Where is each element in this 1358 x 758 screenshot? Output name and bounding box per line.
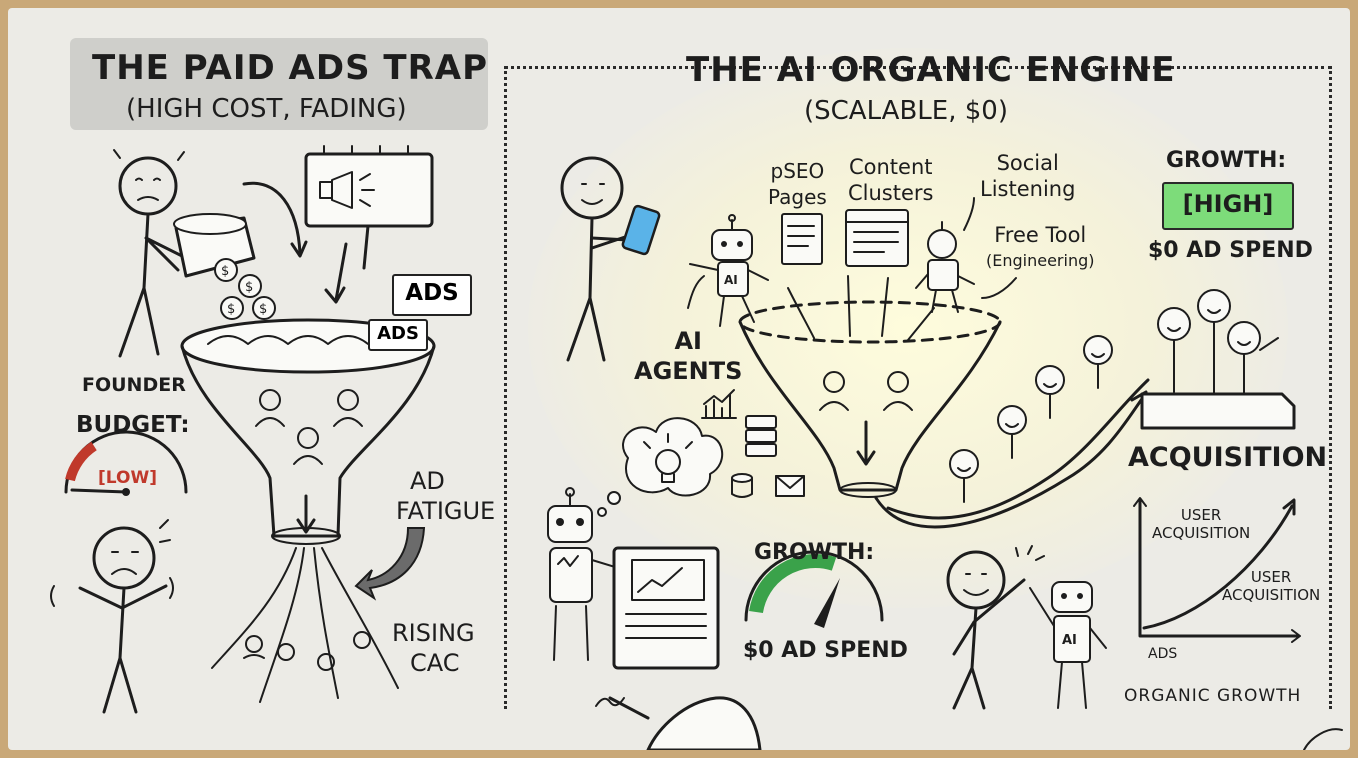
pseo-line-1: pSEO [770,159,825,183]
user-icon [819,371,913,411]
ai-agents-label: AI AGENTS [634,326,742,386]
thought-bubble [597,417,724,517]
bar-chart-icon [701,389,737,419]
whiteboard: $ $ $ $ [8,8,1350,750]
billboard [304,145,434,270]
coin-bucket: $ $ $ $ [173,213,276,320]
leak-arrows [211,547,399,703]
ai-agents-line-2: AGENTS [634,357,743,385]
user-icon [255,389,363,465]
arrow-to-funnel [242,181,302,256]
cursor-hand-icon [1303,728,1343,750]
svg-text:$: $ [227,302,235,317]
fatigue-arrow [354,527,426,601]
ad-fatigue-label: AD FATIGUE [396,466,495,526]
confused-figure [50,519,174,714]
organic-growth-chart [1133,497,1301,643]
growth-high-badge: [HIGH] [1162,182,1294,230]
chart-ads-label: ADS [1148,646,1178,662]
lightbulb-icon [643,433,693,483]
highfive-person [946,545,1045,710]
rising-cac-line-1: RISING [392,619,475,647]
svg-text:AI: AI [1062,633,1077,648]
svg-text:$: $ [245,280,253,295]
free-tool-label: Free Tool (Engineering) [986,222,1094,274]
founder-label: FOUNDER [82,374,186,396]
chart-ua2-line-1: USER [1250,568,1292,586]
ads-sign-large-label: ADS [405,280,459,306]
ads-sign-large: ADS [392,274,472,316]
spend-top-label: $0 AD SPEND [1148,238,1313,263]
chart-ua1-line-2: ACQUISITION [1152,524,1251,542]
svg-text:$: $ [259,302,267,317]
growth-top-label: GROWTH: [1166,148,1287,173]
ad-fatigue-line-1: AD [410,467,445,495]
server-icon [745,415,777,457]
document-icon [781,213,823,265]
robot-icon: AI [1029,581,1107,709]
social-listening-label: Social Listening [980,150,1075,202]
robot-icon: AI [689,214,769,327]
budget-gauge [64,430,188,496]
social-line-1: Social [996,151,1059,175]
ads-sign-small-label: ADS [377,323,419,344]
budget-value: [LOW] [98,468,157,488]
organic-panel-border [504,66,1332,709]
founder-figure [113,149,188,358]
ads-sign-small: ADS [368,319,428,351]
content-line-1: Content [848,155,933,179]
spend-bottom-label: $0 AD SPEND [743,638,908,663]
coin-icon: $ $ $ $ [214,258,276,320]
ad-fatigue-line-2: FATIGUE [396,497,496,525]
acquisition-platform [1140,289,1296,430]
svg-text:AI: AI [724,273,738,287]
chart-ua2-line-2: ACQUISITION [1222,586,1321,604]
flow-arrow [874,394,1146,529]
budget-label: BUDGET: [76,412,190,438]
megaphone-icon [319,171,375,209]
growth-bottom-label: GROWTH: [754,540,875,565]
robot-icon [915,221,975,313]
ai-subtitle: (SCALABLE, $0) [804,96,1008,126]
chart-user-acquisition-label-1: USER ACQUISITION [1152,506,1250,542]
ai-agents-line-1: AI [674,327,702,355]
pen-hand-icon [595,696,762,750]
growth-gauge [744,550,884,628]
pseo-line-2: Pages [768,185,827,209]
database-icon [731,473,753,498]
content-line-2: Clusters [848,181,934,205]
free-tool-line: Free Tool [994,223,1087,247]
acquisition-label: ACQUISITION [1128,442,1328,473]
ai-title: THE AI ORGANIC ENGINE [686,50,1176,90]
pseo-pages-label: pSEO Pages [768,158,827,210]
phone-person [560,156,661,362]
rising-cac-line-2: CAC [410,649,460,677]
mail-icon [775,475,805,497]
content-clusters-label: Content Clusters [848,154,933,206]
illustration-canvas: $ $ $ $ [50,145,1343,750]
browser-icon [845,209,909,267]
paid-title: THE PAID ADS TRAP [92,48,488,88]
kiosk [612,546,720,670]
robot-icon [547,487,639,661]
paid-title-box [70,38,488,130]
free-tool-sub: (Engineering) [986,251,1095,270]
chart-caption: ORGANIC GROWTH [1124,686,1302,706]
organic-funnel [738,275,1002,498]
growth-high-value: [HIGH] [1182,190,1274,218]
rising-cac-label: RISING CAC [392,618,475,678]
phone-icon [621,204,661,256]
paid-subtitle: (HIGH COST, FADING) [126,94,407,124]
social-line-2: Listening [980,177,1076,201]
chart-user-acquisition-label-2: USER ACQUISITION [1222,568,1320,604]
chart-ua1-line-1: USER [1180,506,1222,524]
happy-users [949,335,1113,503]
svg-text:$: $ [221,264,229,279]
